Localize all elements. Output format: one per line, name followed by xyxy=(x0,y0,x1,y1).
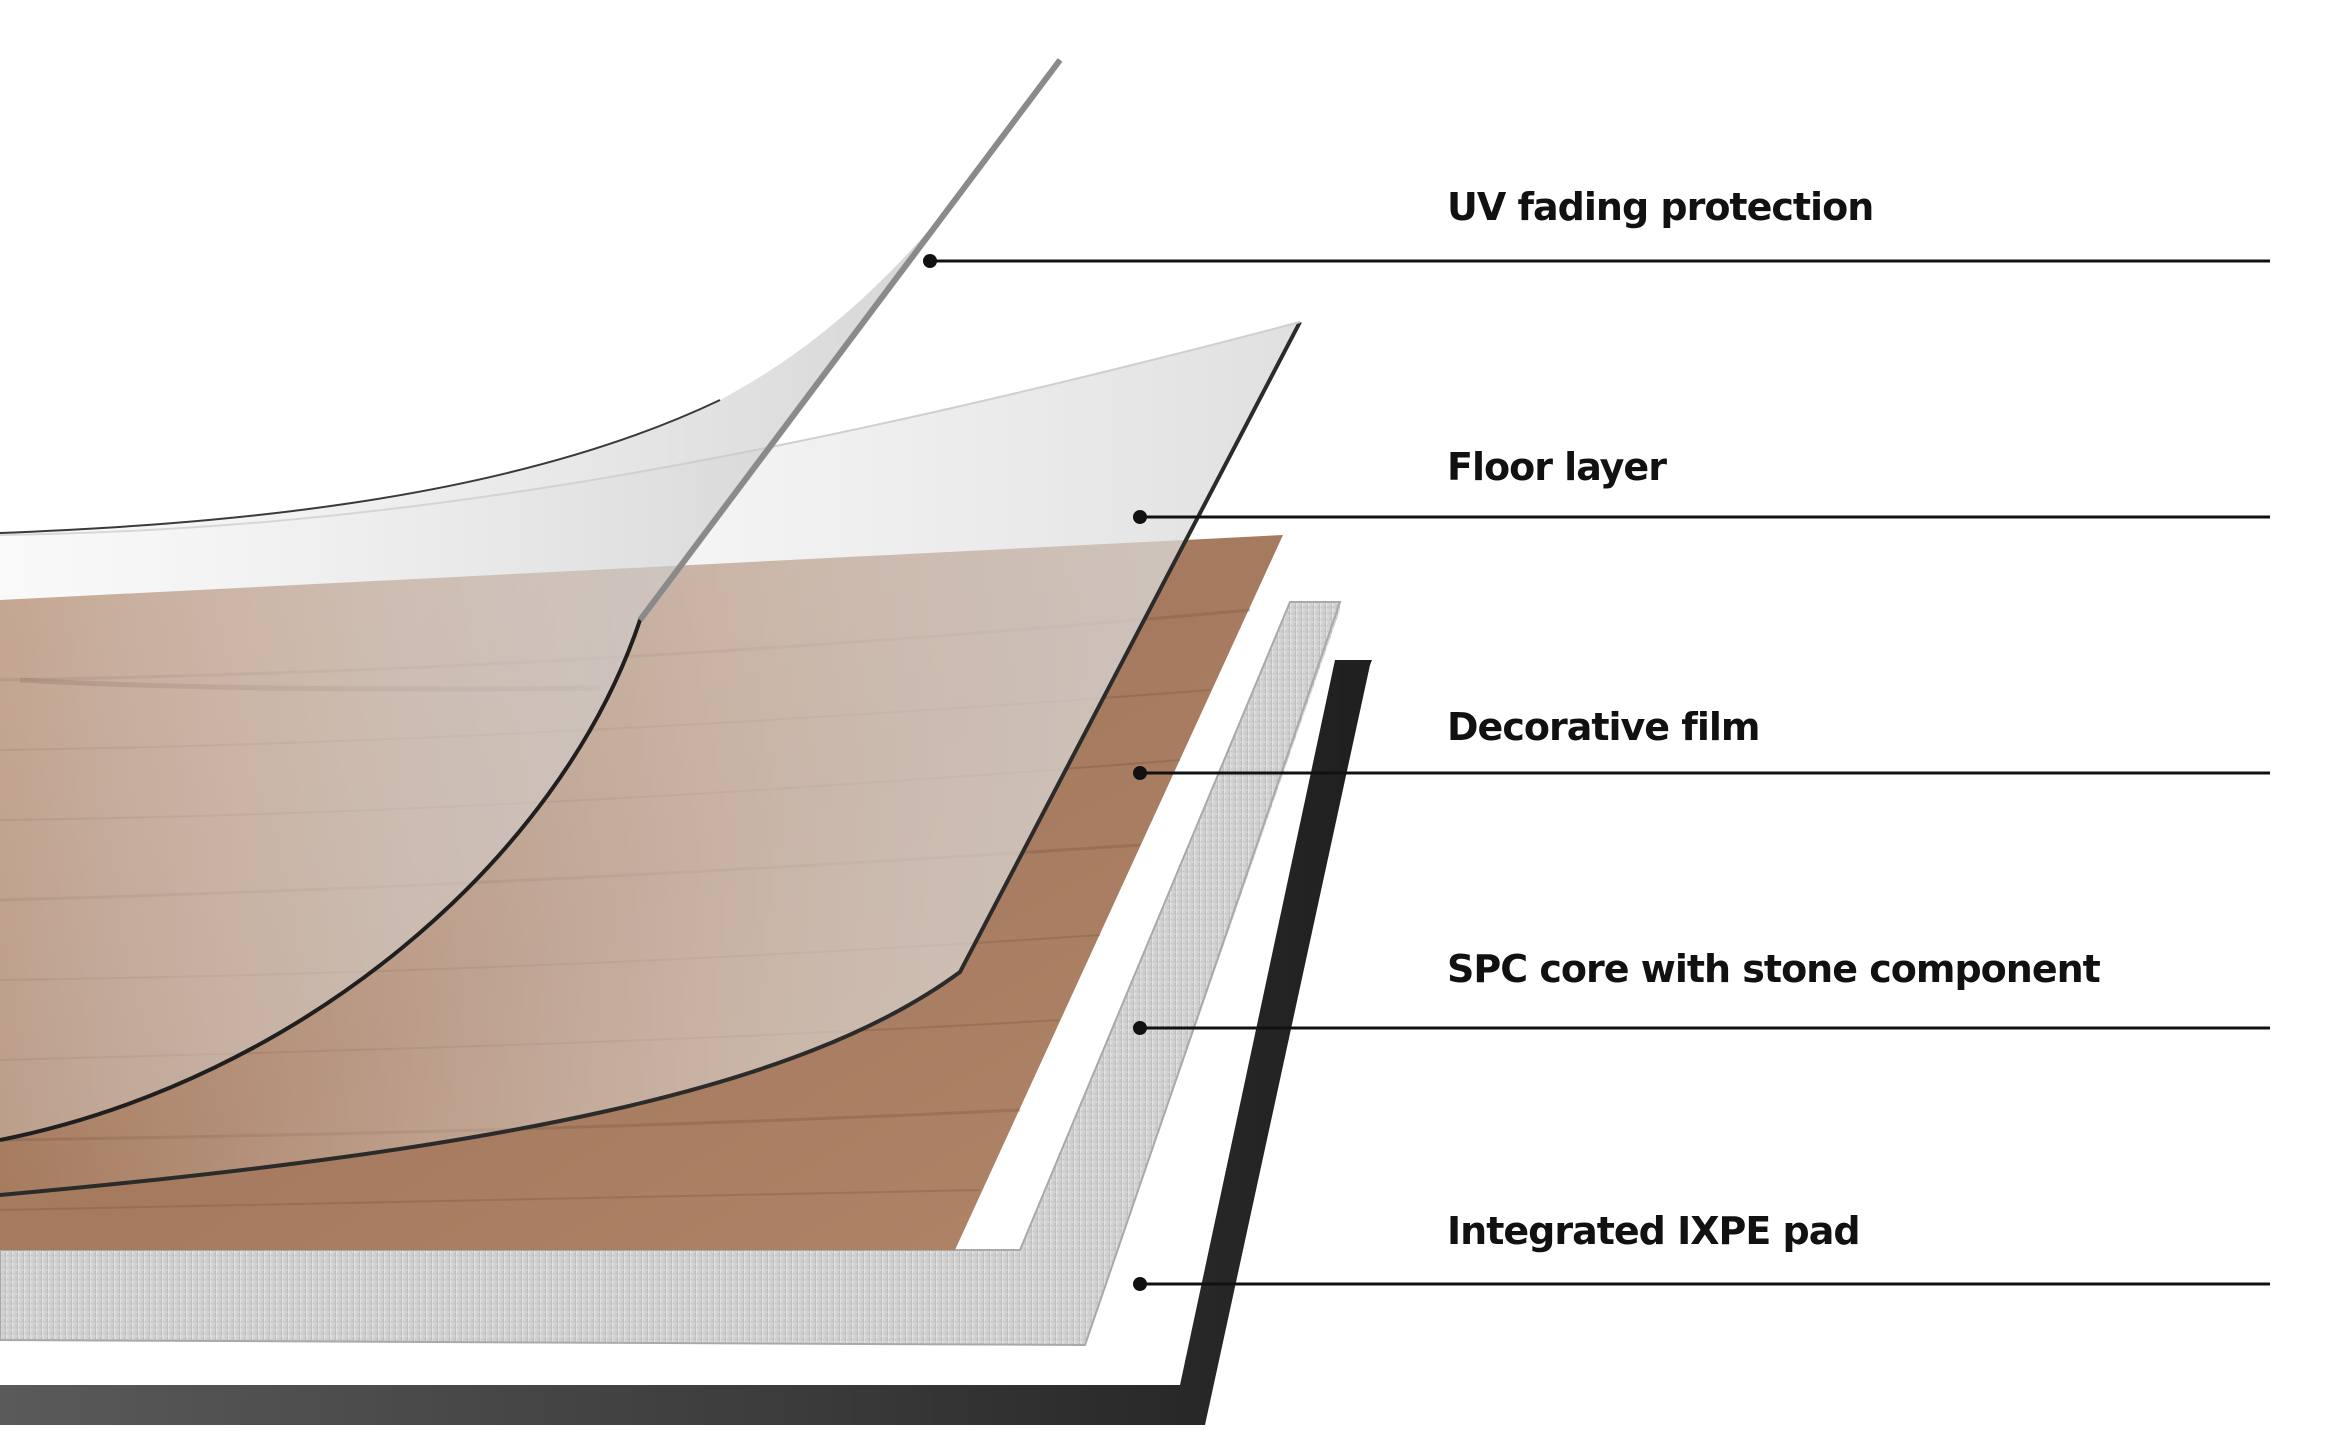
leader-dot-uv xyxy=(923,254,937,268)
spc-core-edge xyxy=(0,601,1342,1347)
label-floor-layer: Floor layer xyxy=(1447,445,1667,489)
leader-dot-floor xyxy=(1133,510,1147,524)
uv-protection-rim xyxy=(637,58,1063,622)
label-uv-fading-protection: UV fading protection xyxy=(1447,185,1874,229)
uv-protection-edge xyxy=(0,58,1062,1142)
leader-dot-deco xyxy=(1133,766,1147,780)
leader-dots xyxy=(923,254,1147,1291)
leader-dot-spc xyxy=(1133,1021,1147,1035)
spc-core-layer xyxy=(0,602,1340,1345)
label-decorative-film: Decorative film xyxy=(1447,705,1760,749)
leader-lines xyxy=(930,259,2270,1286)
label-spc-core: SPC core with stone component xyxy=(1447,947,2101,991)
leader-dot-ixpe xyxy=(1133,1277,1147,1291)
floor-layer-edge xyxy=(0,321,1302,1197)
label-ixpe-pad: Integrated IXPE pad xyxy=(1447,1209,1861,1253)
uv-protection-film xyxy=(0,60,1060,1140)
uv-protection-top-edge xyxy=(0,399,721,534)
